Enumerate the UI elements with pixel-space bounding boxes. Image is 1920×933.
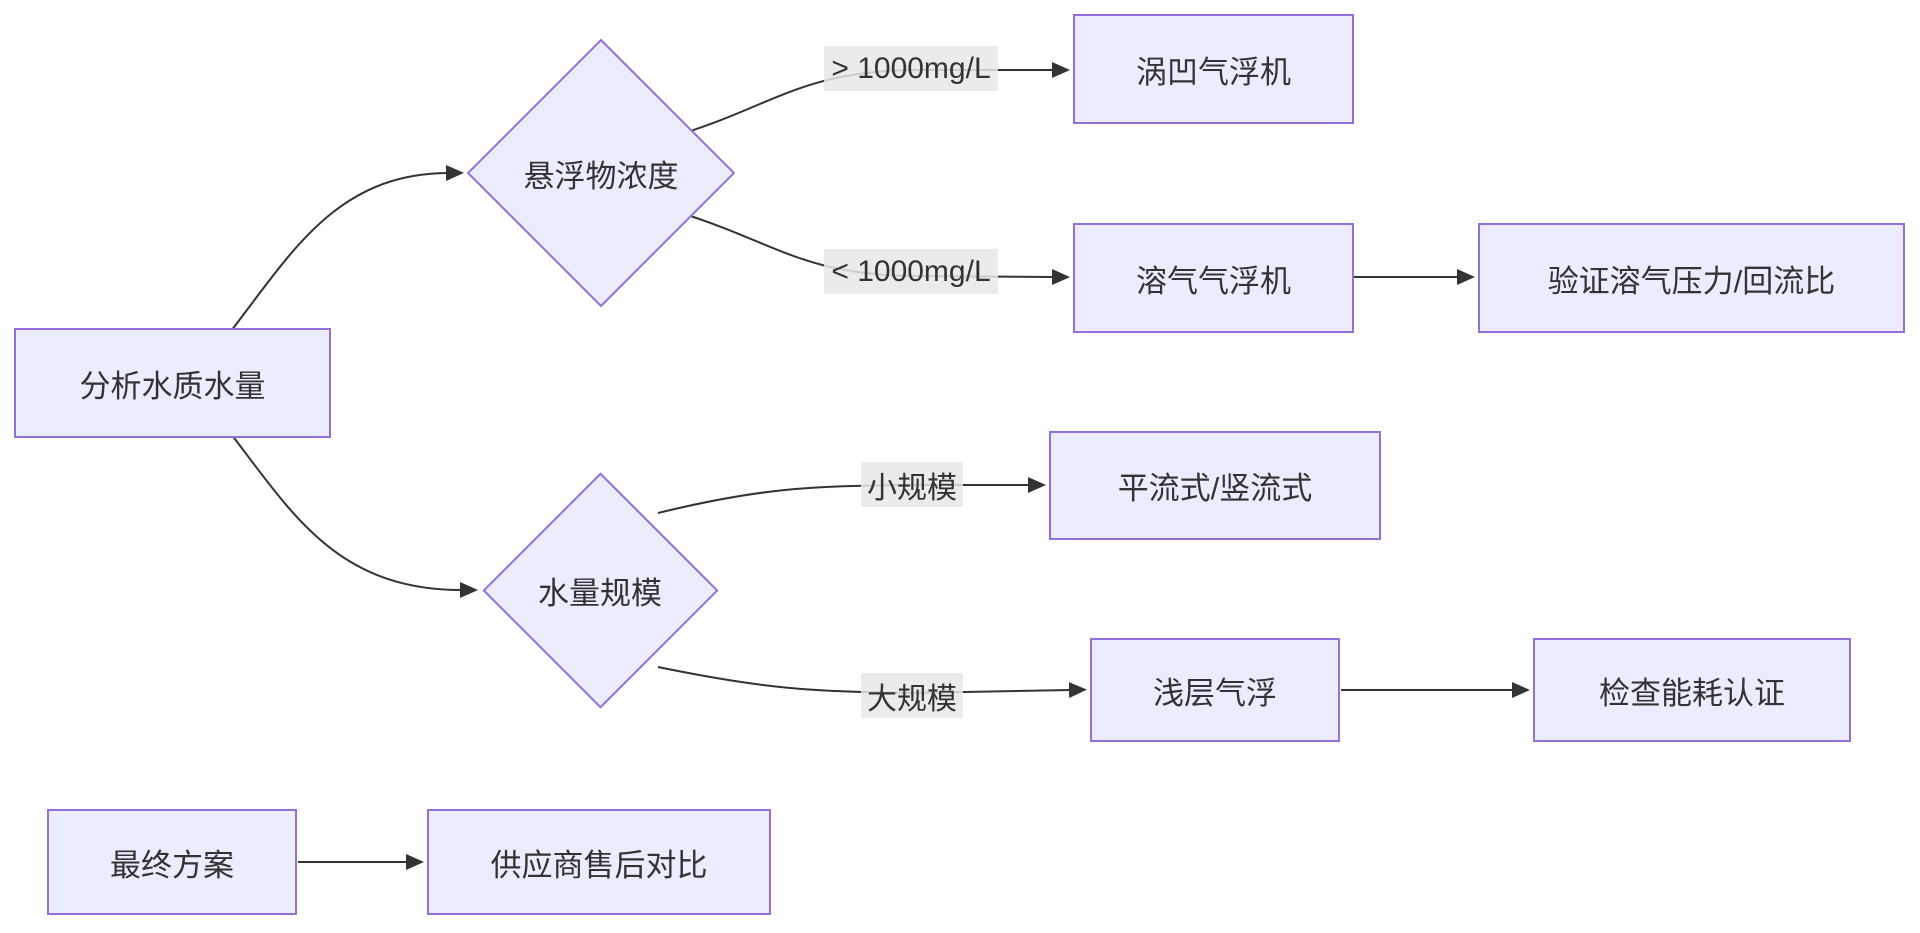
edge-label-large-scale: 大规模 xyxy=(861,673,963,718)
node-verify-pressure: 验证溶气压力/回流比 xyxy=(1478,223,1905,333)
node-vendor-compare: 供应商售后对比 xyxy=(427,809,771,915)
node-analyze-water: 分析水质水量 xyxy=(14,328,331,438)
edge-analyze-to-scale xyxy=(227,429,478,598)
node-flow-type: 平流式/竖流式 xyxy=(1049,431,1381,540)
node-final-plan: 最终方案 xyxy=(47,809,297,915)
edge-analyze-to-ssconc xyxy=(227,165,464,336)
node-shallow-daf: 浅层气浮 xyxy=(1090,638,1340,742)
node-daf-machine: 溶气气浮机 xyxy=(1073,223,1354,333)
edge-scale-to-flowtype xyxy=(657,477,1046,514)
edge-label-gt-1000: > 1000mg/L xyxy=(824,46,998,91)
edge-label-lt-1000: < 1000mg/L xyxy=(824,249,998,294)
node-energy-cert: 检查能耗认证 xyxy=(1533,638,1851,742)
node-caf-machine: 涡凹气浮机 xyxy=(1073,14,1354,124)
edge-label-small-scale: 小规模 xyxy=(861,462,963,507)
decision-water-scale-label: 水量规模 xyxy=(538,575,662,611)
decision-suspended-solids-label: 悬浮物浓度 xyxy=(523,158,679,194)
